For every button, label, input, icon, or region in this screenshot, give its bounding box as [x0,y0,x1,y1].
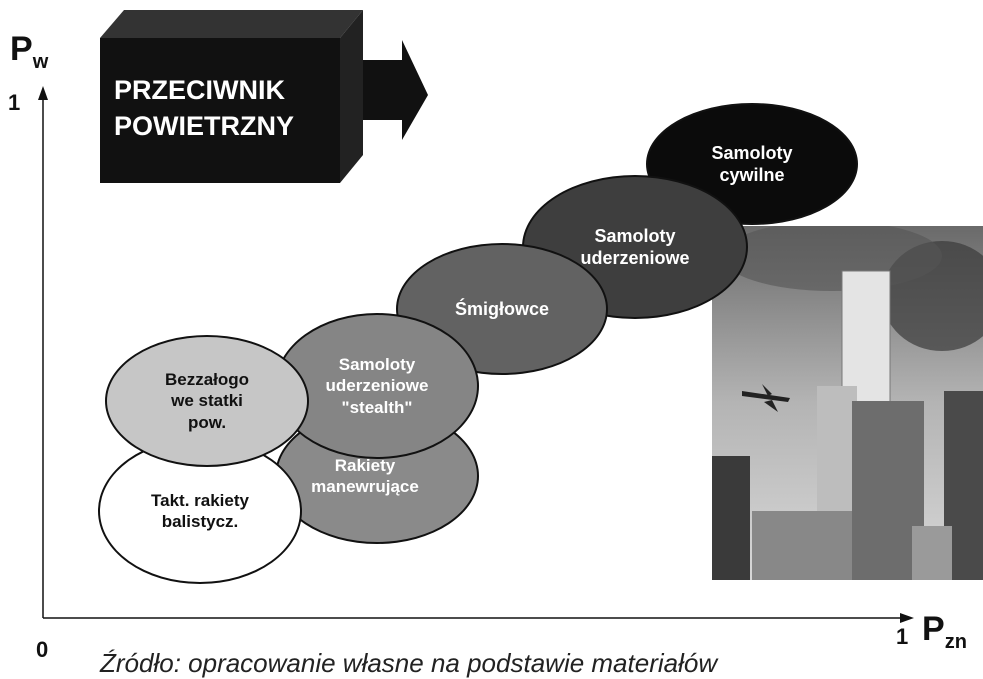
banner-front-face [100,38,340,183]
origin-label: 0 [36,637,49,662]
source-caption: Źródło: opracowanie własne na podstawie … [100,648,718,678]
ellipse-uav: Bezzałogo we statki pow. [105,335,309,467]
airplane-icon [742,384,790,412]
y-axis-max-tick: 1 [8,90,21,115]
banner-arrow [363,40,428,140]
banner-line-2: POWIETRZNY [114,111,294,141]
banner-line-1: PRZECIWNIK [114,75,285,105]
banner-side-face [340,10,363,183]
x-axis-max-tick: 1 [896,624,909,649]
banner-top-face [100,10,363,38]
banner-text: PRZECIWNIK POWIETRZNY [114,72,294,144]
y-axis-label: Pw [10,30,49,73]
city-photo [712,226,983,580]
x-axis-label: Pzn [922,610,967,653]
y-axis-arrow [38,86,48,100]
x-axis-arrow [900,613,914,623]
ellipse-stealth-aircraft: Samoloty uderzeniowe "stealth" [275,313,479,459]
